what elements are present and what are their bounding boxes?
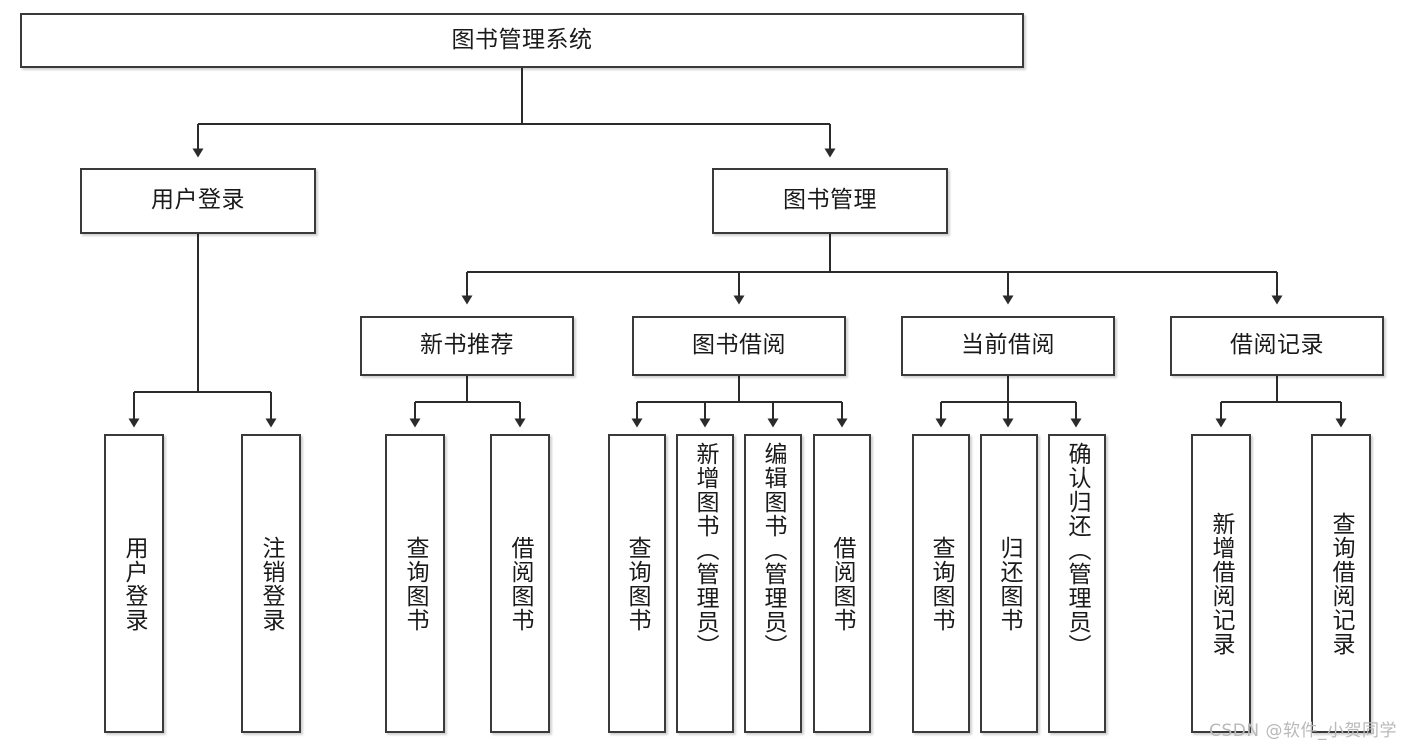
node-current-borrow[interactable]: 当前借阅: [901, 316, 1115, 376]
node-label: 归还图书: [996, 535, 1023, 632]
leaf-book-borrow-add-book-admin[interactable]: 新增图书（管理员）: [676, 434, 734, 733]
node-label: 新书推荐: [420, 332, 514, 359]
node-label: 新增图书（管理员）: [692, 442, 719, 658]
node-user-login[interactable]: 用户登录: [80, 168, 316, 234]
watermark-text: CSDN @软件_小贺同学: [1209, 721, 1397, 741]
node-label: 新增借阅记录: [1208, 511, 1235, 656]
node-new-book-recommend[interactable]: 新书推荐: [360, 316, 574, 376]
node-book-borrow[interactable]: 图书借阅: [632, 316, 846, 376]
leaf-book-borrow-edit-book-admin[interactable]: 编辑图书（管理员）: [744, 434, 802, 733]
leaf-borrow-record-add-record[interactable]: 新增借阅记录: [1191, 434, 1251, 733]
leaf-book-borrow-borrow-book[interactable]: 借阅图书: [813, 434, 871, 733]
node-label: 编辑图书（管理员）: [760, 442, 787, 658]
node-root-book-management-system[interactable]: 图书管理系统: [20, 13, 1024, 68]
node-label: 确认归还（管理员）: [1064, 442, 1091, 658]
leaf-book-borrow-query-book[interactable]: 查询图书: [608, 434, 666, 733]
node-label: 图书管理系统: [451, 26, 593, 53]
node-label: 当前借阅: [961, 332, 1055, 359]
node-borrow-record[interactable]: 借阅记录: [1170, 316, 1384, 376]
leaf-user-login[interactable]: 用户登录: [104, 434, 164, 733]
node-label: 借阅记录: [1230, 332, 1324, 359]
node-label: 借阅图书: [507, 535, 534, 632]
node-label: 查询图书: [928, 535, 955, 632]
leaf-current-borrow-return-book[interactable]: 归还图书: [980, 434, 1038, 733]
node-label: 查询图书: [402, 535, 429, 632]
node-label: 用户登录: [121, 535, 148, 632]
node-label: 注销登录: [258, 535, 285, 632]
leaf-current-borrow-confirm-return-admin[interactable]: 确认归还（管理员）: [1048, 434, 1106, 733]
leaf-borrow-record-query-record[interactable]: 查询借阅记录: [1311, 434, 1371, 733]
leaf-current-borrow-query-book[interactable]: 查询图书: [912, 434, 970, 733]
node-book-management[interactable]: 图书管理: [712, 168, 948, 234]
node-label: 用户登录: [151, 187, 245, 214]
leaf-logout[interactable]: 注销登录: [241, 434, 301, 733]
leaf-new-book-query-book[interactable]: 查询图书: [385, 434, 445, 733]
node-label: 图书管理: [783, 187, 877, 214]
leaf-new-book-borrow-book[interactable]: 借阅图书: [490, 434, 550, 733]
node-label: 图书借阅: [692, 332, 786, 359]
node-label: 查询借阅记录: [1328, 511, 1355, 656]
node-label: 查询图书: [624, 535, 651, 632]
node-label: 借阅图书: [829, 535, 856, 632]
